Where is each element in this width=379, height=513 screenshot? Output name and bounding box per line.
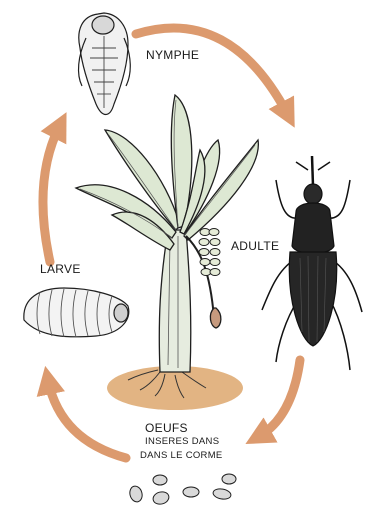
- larva-grub-icon: [24, 288, 129, 337]
- eggs-icon: [128, 474, 236, 506]
- egg: [153, 475, 167, 485]
- leaves: [76, 95, 258, 250]
- egg: [212, 488, 231, 501]
- label-nymphe: NYMPHE: [146, 48, 199, 62]
- weevil-thorax: [292, 203, 334, 254]
- adult-weevil-icon: [262, 156, 362, 370]
- nymph-pupa-icon: [79, 13, 131, 115]
- egg: [222, 474, 236, 484]
- arrow-adult-to-eggs: [258, 360, 300, 437]
- label-adulte: ADULTE: [231, 239, 279, 253]
- arrow-larva-to-nymph: [43, 125, 60, 262]
- egg: [128, 485, 144, 504]
- arrow-nymph-to-adult: [136, 28, 288, 115]
- banana-bunch: [199, 229, 220, 276]
- pseudostem: [159, 230, 191, 372]
- label-oeufs-title: OEUFS: [145, 421, 188, 435]
- larva-head: [114, 304, 128, 322]
- label-oeufs-line1: INSERES DANS: [145, 436, 219, 447]
- egg: [183, 487, 199, 497]
- banana-flower-bud: [210, 308, 221, 328]
- weevil-abdomen: [289, 252, 336, 346]
- label-larve: LARVE: [40, 262, 81, 276]
- weevil-head: [304, 184, 322, 204]
- egg: [152, 490, 171, 506]
- label-oeufs-line2: DANS LE CORME: [140, 450, 223, 461]
